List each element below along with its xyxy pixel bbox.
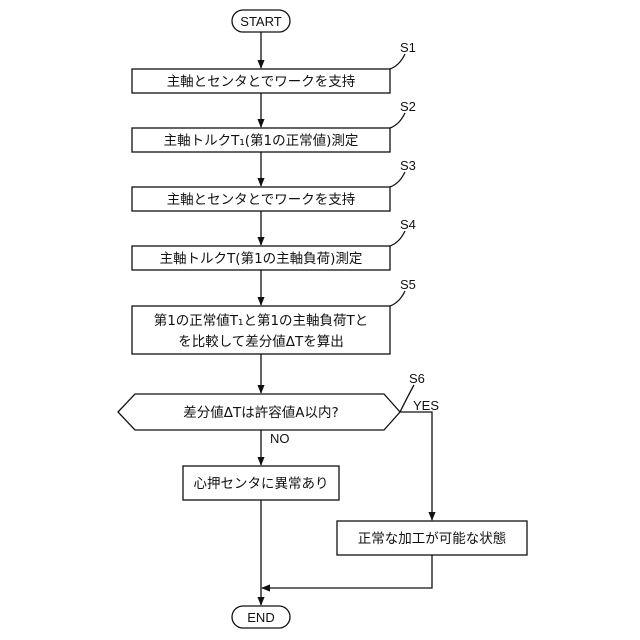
- start-terminal: START: [232, 10, 290, 32]
- step-s1-label: 主軸とセンタとでワークを支持: [167, 74, 356, 90]
- connector-s6-yes: [400, 412, 432, 520]
- decision-s6-leader: [400, 385, 414, 412]
- step-s4-id: S4: [400, 217, 416, 232]
- decision-s6-label: 差分値ΔTは許容値A以内?: [183, 404, 338, 421]
- decision-s6: 差分値ΔTは許容値A以内? S6: [118, 371, 425, 430]
- step-s3: 主軸とセンタとでワークを支持 S3: [132, 158, 416, 211]
- step-s1-id: S1: [400, 40, 416, 55]
- outcome-normal-label: 正常な加工が可能な状態: [358, 531, 507, 547]
- outcome-abnormal: 心押センタに異常あり: [183, 466, 339, 500]
- end-label: END: [247, 610, 274, 625]
- step-s2-label: 主軸トルクT₁(第1の正常値)測定: [164, 132, 359, 149]
- step-s3-id: S3: [400, 158, 416, 173]
- step-s2-id: S2: [400, 99, 416, 114]
- end-terminal: END: [232, 606, 290, 628]
- step-s1-leader: [390, 54, 405, 69]
- decision-s6-id: S6: [409, 371, 425, 386]
- start-label: START: [240, 14, 281, 29]
- outcome-normal: 正常な加工が可能な状態: [337, 521, 527, 555]
- step-s4-leader: [390, 231, 405, 246]
- branch-no-label: NO: [270, 431, 290, 446]
- step-s3-leader: [390, 172, 405, 187]
- step-s3-label: 主軸とセンタとでワークを支持: [167, 192, 356, 208]
- step-s5-leader: [390, 291, 405, 306]
- branch-yes-label: YES: [413, 398, 439, 413]
- step-s4: 主軸トルクT(第1の主軸負荷)測定 S4: [132, 217, 416, 270]
- step-s4-label: 主軸トルクT(第1の主軸負荷)測定: [160, 250, 363, 267]
- step-s2: 主軸トルクT₁(第1の正常値)測定 S2: [132, 99, 416, 152]
- outcome-abnormal-label: 心押センタに異常あり: [194, 476, 329, 492]
- step-s5-label-line2: を比較して差分値ΔTを算出: [178, 334, 344, 350]
- step-s5-label-line1: 第1の正常値T₁と第1の主軸負荷Tと: [154, 312, 369, 329]
- connector-normal-merge: [262, 555, 432, 588]
- step-s5-id: S5: [400, 277, 416, 292]
- step-s1: 主軸とセンタとでワークを支持 S1: [132, 40, 416, 93]
- step-s2-leader: [390, 113, 405, 128]
- step-s5: 第1の正常値T₁と第1の主軸負荷Tと を比較して差分値ΔTを算出 S5: [132, 277, 416, 354]
